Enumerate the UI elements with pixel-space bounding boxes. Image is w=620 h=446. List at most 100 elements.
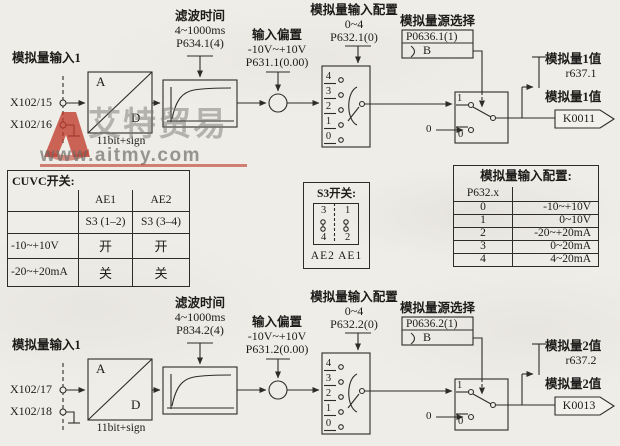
filter-range: 4~1000ms [174, 22, 226, 37]
binector-type-label: B [423, 330, 432, 344]
channel-2: 模拟量输入1 X102/17 X102/18 A D 11bit+sign 滤波… [0, 287, 620, 446]
cuvc-cell: S3 (3–4) [132, 210, 190, 234]
selector-pos-3: 3 [325, 86, 332, 97]
switch-pos-1: 1 [457, 380, 463, 391]
offset-param: P631.2(0.00) [245, 342, 309, 357]
cuvc-cell: 关 [78, 257, 133, 287]
s3-pin-2: 2 [345, 232, 351, 243]
analog-config-table: 模拟量输入配置: P632.x 0 -10~+10V 1 0~10V 2 -20… [453, 165, 600, 267]
channel-1: 模拟量输入1 X102/15 X102/16 A D 11bit+sign 滤波… [0, 0, 620, 160]
s3-pin-3: 3 [321, 205, 327, 216]
output-value-label: 模拟量2值 [545, 377, 602, 391]
source-select-param: P0636.2(1) [406, 318, 458, 330]
s3-box-title: S3开关: [317, 188, 356, 200]
analog-input-label: 模拟量输入1 [12, 338, 81, 352]
selector-pos-2: 2 [325, 101, 332, 112]
config-row-key: 3 [453, 240, 513, 254]
config-row-value: 0~10V [511, 214, 600, 228]
config-range: 0~4 [344, 303, 364, 318]
cuvc-switch-table: CUVC开关: AE1 AE2 S3 (1–2) S3 (3–4) -10~+1… [7, 170, 190, 287]
config-param-block: 模拟量输入配置 0~4 P632.1(0) [305, 3, 403, 45]
config-row-value: 0~20mA [511, 240, 600, 254]
config-param: P632.1(0) [330, 30, 378, 45]
filter-title: 滤波时间 [174, 296, 225, 310]
s3-switch-box: S3开关: 3 1 4 2 AE2 AE1 [303, 182, 370, 269]
switch-pos-1: 1 [457, 93, 463, 104]
config-param: P632.2(0) [330, 317, 378, 332]
offset-title: 输入偏置 [251, 315, 302, 329]
offset-title: 输入偏置 [251, 28, 302, 42]
selector-pos-0: 0 [325, 131, 332, 142]
s3-dip-contacts [320, 203, 349, 242]
config-range: 0~4 [344, 16, 364, 31]
cuvc-table-title: CUVC开关: [12, 174, 75, 188]
s3-pin-4: 4 [321, 232, 327, 243]
ad-digital-label: D [131, 397, 141, 412]
output-connector: K0011 [562, 111, 596, 125]
switch-pos-0: 0 [458, 129, 464, 140]
config-row-key: 4 [453, 253, 513, 267]
source-select-title: 模拟量源选择 [400, 14, 476, 28]
ad-resolution-caption: 11bit+sign [96, 135, 146, 147]
filter-param: P634.1(4) [176, 36, 224, 51]
switch-pos-0: 0 [458, 416, 464, 427]
offset-param: P631.1(0.00) [245, 55, 309, 70]
switch-external-zero: 0 [426, 410, 432, 422]
switch-external-zero: 0 [426, 123, 432, 135]
ad-analog-label: A [96, 361, 106, 376]
s3-footer-label: AE2 AE1 [310, 250, 363, 262]
config-title: 模拟量输入配置 [310, 3, 398, 17]
output-connector: K0013 [562, 398, 596, 412]
monitor-value-label: 模拟量1值 [545, 52, 602, 66]
selector-pos-0: 0 [325, 418, 332, 429]
config-row-value: 4~20mA [511, 253, 600, 267]
selector-pos-4: 4 [325, 358, 332, 369]
filter-param: P834.2(4) [176, 323, 224, 338]
ad-analog-label: A [96, 74, 106, 89]
selector-pos-3: 3 [325, 373, 332, 384]
source-select-title: 模拟量源选择 [400, 301, 476, 315]
s3-dip-frame [313, 203, 359, 245]
offset-range: -10V~+10V [247, 41, 307, 56]
offset-range: -10V~+10V [247, 328, 307, 343]
monitor-value-param: r637.2 [565, 353, 597, 367]
config-row-key: 0 [453, 201, 513, 215]
cuvc-col-ae1: AE1 [78, 190, 133, 212]
filter-param-block: 滤波时间 4~1000ms P834.2(4) [152, 296, 248, 338]
terminal-label-top: X102/15 [10, 95, 52, 109]
terminal-label-top: X102/17 [10, 382, 52, 396]
filter-range: 4~1000ms [174, 309, 226, 324]
cuvc-cell: 开 [132, 232, 190, 259]
cuvc-range-voltage: -10~+10V [7, 232, 79, 259]
filter-title: 滤波时间 [174, 9, 225, 23]
binector-type-label: B [423, 43, 432, 57]
cuvc-cell [7, 210, 79, 234]
selector-pos-4: 4 [325, 71, 332, 82]
cuvc-cell: 关 [132, 257, 190, 287]
config-row-value: -20~+20mA [511, 227, 600, 241]
selector-pos-1: 1 [325, 403, 332, 414]
ad-digital-label: D [131, 110, 141, 125]
offset-param-block: 输入偏置 -10V~+10V P631.1(0.00) [232, 28, 322, 70]
config-row-key: 1 [453, 214, 513, 228]
terminal-label-bottom: X102/16 [10, 117, 52, 131]
analog-input-label: 模拟量输入1 [12, 51, 81, 65]
selector-pos-1: 1 [325, 116, 332, 127]
output-value-label: 模拟量1值 [545, 90, 602, 104]
cuvc-cell: 开 [78, 232, 133, 259]
config-param-block: 模拟量输入配置 0~4 P632.2(0) [305, 290, 403, 332]
ad-resolution-caption: 11bit+sign [96, 422, 146, 434]
config-title: 模拟量输入配置 [310, 290, 398, 304]
terminal-label-bottom: X102/18 [10, 404, 52, 418]
cuvc-cell [7, 190, 79, 212]
source-select-param: P0636.1(1) [406, 31, 458, 43]
config-row-key: 2 [453, 227, 513, 241]
config-row-value: -10~+10V [511, 201, 600, 215]
config-table-header: P632.x [453, 186, 513, 202]
filter-param-block: 滤波时间 4~1000ms P634.1(4) [152, 9, 248, 51]
cuvc-cell: S3 (1–2) [78, 210, 133, 234]
config-table-title: 模拟量输入配置: [480, 169, 572, 183]
offset-param-block: 输入偏置 -10V~+10V P631.2(0.00) [232, 315, 322, 357]
